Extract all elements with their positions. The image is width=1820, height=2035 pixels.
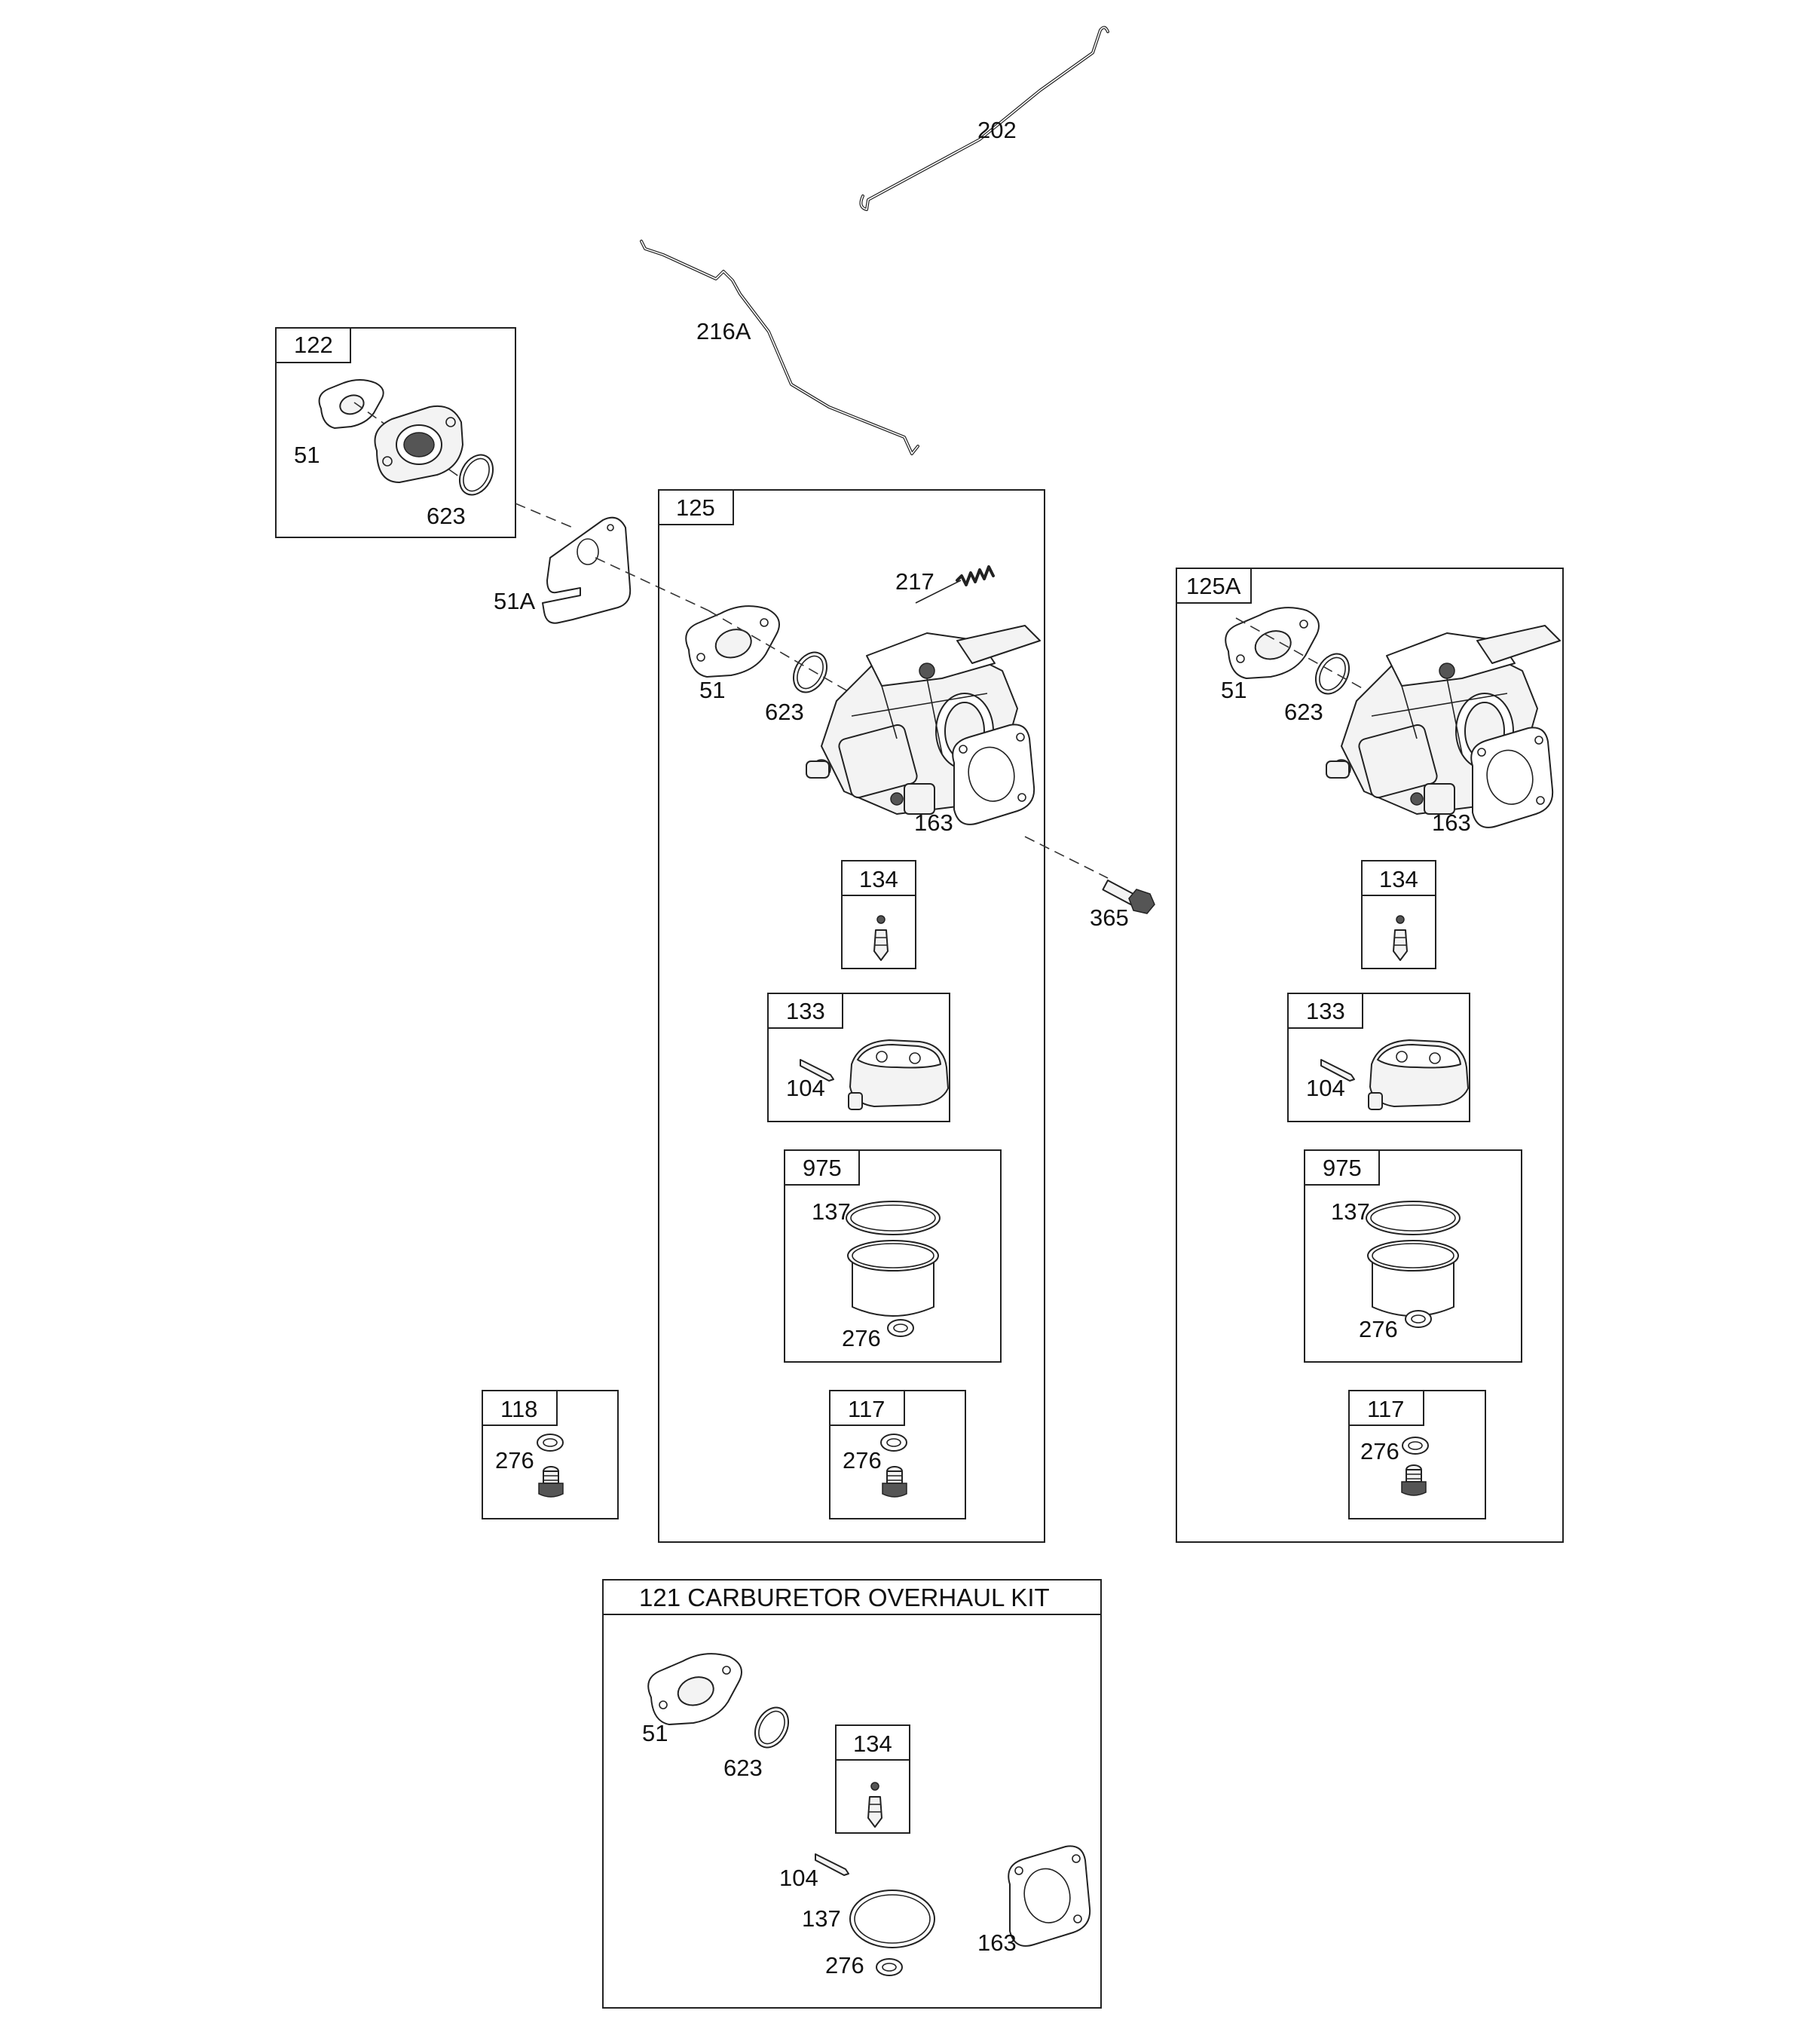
label-125: 125: [676, 494, 715, 521]
label-125-134: 134: [859, 866, 898, 892]
needle-134-in-125: [873, 915, 889, 961]
box-121-kit: 121 CARBURETOR OVERHAUL KIT 51 623 134 1…: [602, 1579, 1102, 2009]
gasket-51-in-kit: [647, 1653, 742, 1725]
label-kit-137: 137: [802, 1905, 841, 1932]
label-125-117: 117: [848, 1396, 885, 1422]
label-125-975: 975: [803, 1155, 842, 1181]
label-kit-104: 104: [779, 1865, 818, 1891]
oring-623-in-122: [452, 448, 500, 502]
label-216a: 216A: [696, 318, 751, 344]
gasket-163-in-125: [952, 724, 1035, 825]
label-125-276: 276: [842, 1325, 881, 1351]
label-125a-51: 51: [1221, 677, 1246, 703]
box-125: 125 217 51 623 163 134 133 104 975 137 2…: [658, 489, 1045, 1543]
adapter-122: [374, 405, 463, 483]
label-125-133: 133: [786, 998, 825, 1024]
label-125a-133: 133: [1306, 998, 1345, 1024]
label-125-163: 163: [914, 809, 953, 836]
label-125a-163: 163: [1432, 809, 1471, 836]
label-125a-623: 623: [1284, 699, 1323, 725]
label-118: 118: [500, 1396, 537, 1422]
oring-623-in-125a: [1308, 647, 1357, 701]
label-122-623: 623: [427, 503, 466, 529]
label-202: 202: [977, 117, 1017, 143]
needle-134-in-kit: [867, 1782, 882, 1828]
drain-screw-118: [538, 1466, 564, 1498]
washer-276-in-125a: [1405, 1310, 1432, 1328]
label-125a-117: 117: [1367, 1396, 1404, 1422]
spring-217: [915, 565, 995, 604]
label-122-51: 51: [294, 442, 320, 468]
label-125a-104: 104: [1306, 1075, 1345, 1101]
label-122: 122: [294, 332, 333, 358]
label-kit-276: 276: [825, 1952, 864, 1978]
label-kit-163: 163: [977, 1929, 1017, 1956]
label-kit-623: 623: [723, 1755, 763, 1781]
label-51a: 51A: [494, 588, 535, 614]
drain-screw-117: [882, 1466, 907, 1498]
label-125a: 125A: [1186, 573, 1241, 599]
gasket-51-in-122: [318, 379, 384, 429]
oring-623-in-125: [786, 645, 834, 699]
label-kit-51: 51: [642, 1720, 668, 1746]
float-133-in-125a: [1368, 1039, 1469, 1110]
label-125a-137: 137: [1331, 1198, 1370, 1225]
plate-51a: [542, 516, 632, 624]
label-125-217: 217: [895, 568, 934, 595]
gasket-163-in-125a: [1470, 727, 1554, 828]
label-125a-975: 975: [1323, 1155, 1362, 1181]
washer-276-in-125: [887, 1319, 914, 1337]
gasket-163-in-kit: [1008, 1845, 1091, 1947]
washer-276-in-117a: [1402, 1437, 1429, 1455]
oring-623-in-kit: [748, 1700, 796, 1755]
bolt-365: [1102, 880, 1155, 914]
float-133-in-125: [848, 1039, 949, 1110]
kit-title: 121 CARBURETOR OVERHAUL KIT: [639, 1584, 1050, 1611]
label-125-137: 137: [812, 1198, 851, 1225]
pin-104-in-kit: [815, 1853, 849, 1876]
bowl-gasket-137-in-kit: [849, 1890, 935, 1948]
label-125-104: 104: [786, 1075, 825, 1101]
label-365: 365: [1090, 904, 1129, 931]
box-122: 122 51 623: [275, 327, 516, 538]
wire-216a: [640, 240, 919, 455]
bowl-975-in-125a: [1366, 1201, 1461, 1317]
label-125a-134: 134: [1379, 866, 1418, 892]
wire-202: [859, 26, 1109, 211]
gasket-51-in-125a: [1225, 607, 1320, 679]
box-118: 118 276: [482, 1390, 619, 1519]
label-125a-276: 276: [1359, 1316, 1398, 1342]
washer-276-in-117: [880, 1434, 907, 1452]
label-125-51: 51: [699, 677, 725, 703]
label-125-623: 623: [765, 699, 804, 725]
label-kit-134: 134: [853, 1731, 892, 1757]
washer-276-in-118: [537, 1434, 564, 1452]
label-117-276: 276: [843, 1447, 882, 1473]
needle-134-in-125a: [1393, 915, 1408, 961]
box-125a: 125A 51 623 163 134 133 104 975 137 276 …: [1176, 568, 1564, 1543]
label-118-276: 276: [495, 1447, 534, 1473]
bowl-975-in-125: [846, 1201, 941, 1317]
gasket-51-in-125: [685, 605, 780, 678]
washer-276-in-kit: [876, 1958, 903, 1976]
label-117a-276: 276: [1360, 1438, 1399, 1464]
drain-screw-117a: [1401, 1464, 1427, 1496]
